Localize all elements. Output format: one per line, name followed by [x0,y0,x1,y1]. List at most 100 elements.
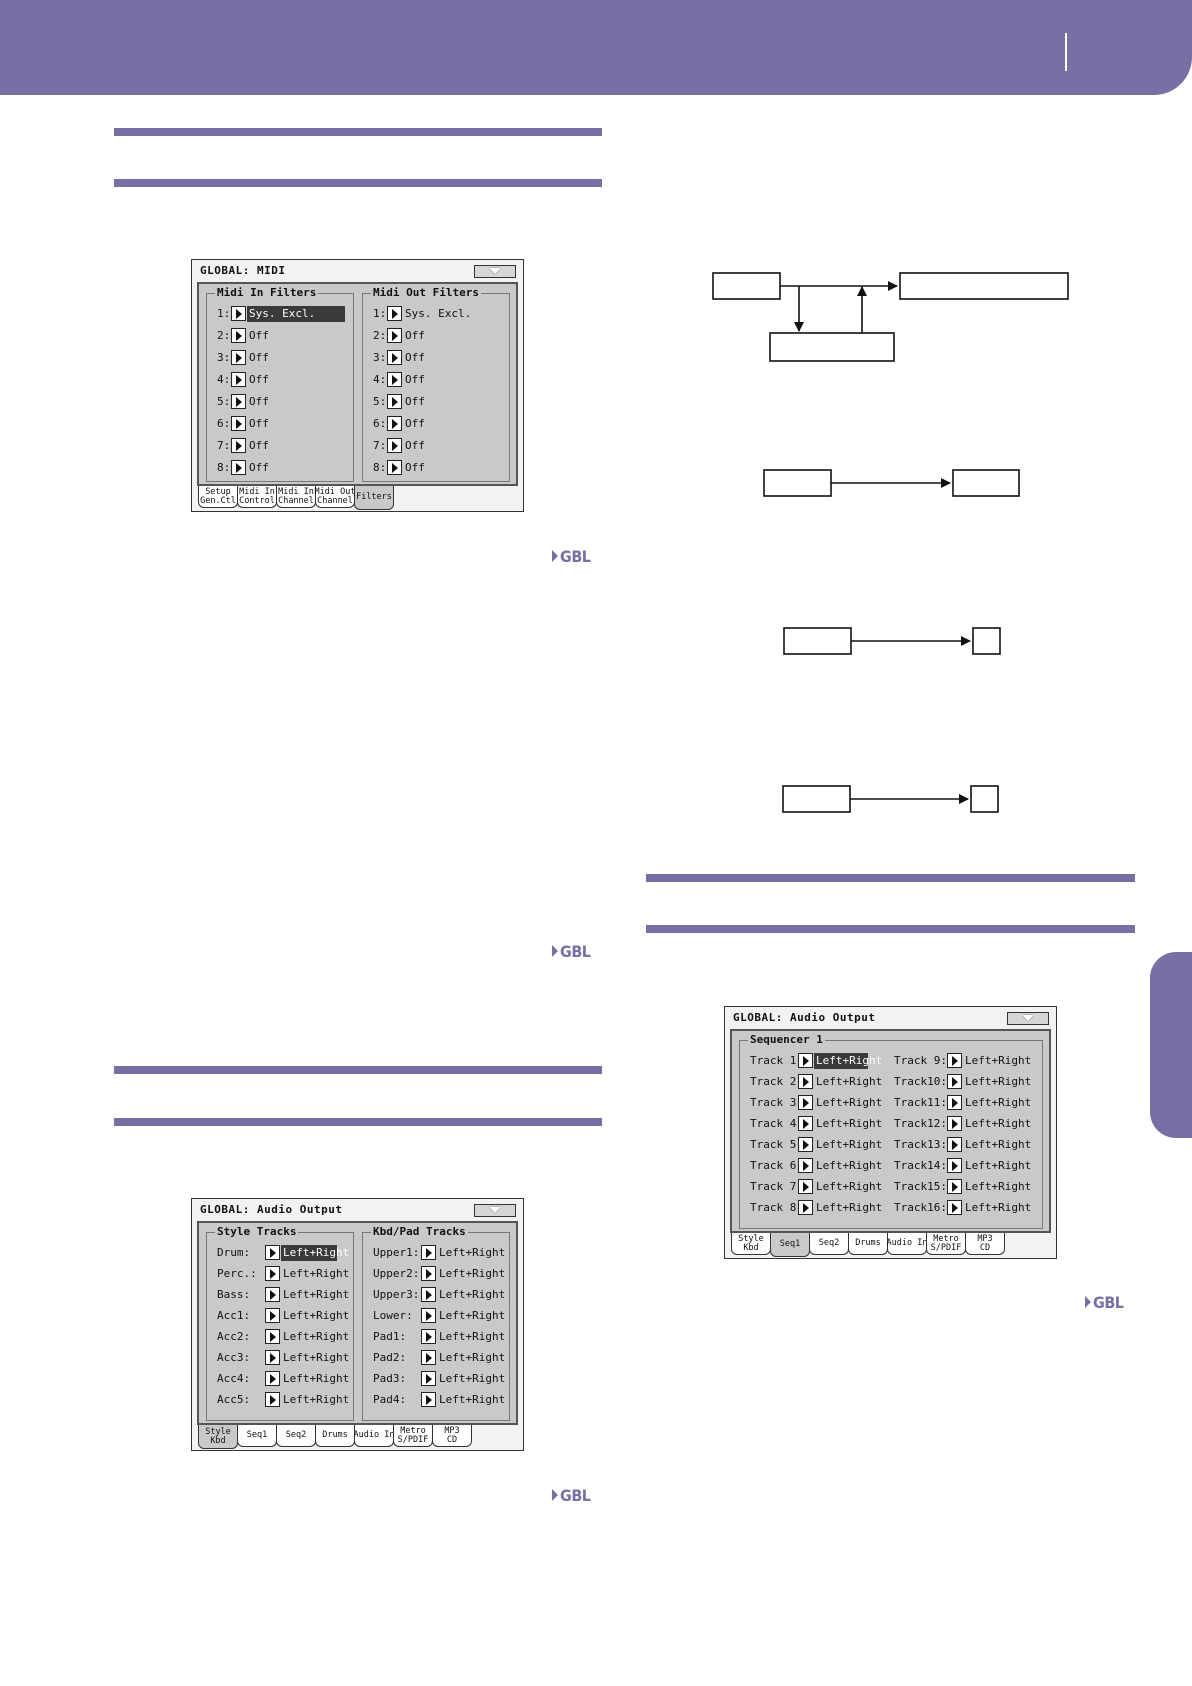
filter-row[interactable]: Track 1:Left+Right [750,1053,894,1069]
screen-tab[interactable]: Drums [315,1425,355,1447]
play-arrow-icon[interactable] [387,372,402,387]
filter-row[interactable]: 4:Off [217,372,327,388]
screen-tab[interactable]: MP3 CD [432,1425,472,1447]
row-value[interactable]: Off [405,461,425,474]
filter-row[interactable]: Track 5:Left+Right [750,1137,894,1153]
play-arrow-icon[interactable] [265,1350,280,1365]
play-arrow-icon[interactable] [231,460,246,475]
filter-row[interactable]: Bass:Left+Right [217,1287,361,1303]
row-value[interactable]: Off [249,395,269,408]
row-value[interactable]: Left+Right [439,1393,506,1406]
filter-row[interactable]: 7:Off [373,438,483,454]
play-arrow-icon[interactable] [798,1200,813,1215]
row-value[interactable]: Off [405,329,425,342]
row-value[interactable]: Left+Right [439,1246,506,1259]
filter-row[interactable]: 8:Off [373,460,483,476]
row-value[interactable]: Off [249,373,269,386]
row-value[interactable]: Left+Right [283,1393,350,1406]
filter-row[interactable]: Track 9:Left+Right [894,1053,1043,1069]
row-value[interactable]: Left+Right [283,1288,350,1301]
page-menu-button[interactable] [1007,1012,1049,1025]
filter-row[interactable]: Track 4:Left+Right [750,1116,894,1132]
play-arrow-icon[interactable] [798,1179,813,1194]
filter-row[interactable]: Upper3:Left+Right [373,1287,517,1303]
screen-tab[interactable]: Style Kbd [198,1425,238,1449]
filter-row[interactable]: Pad3:Left+Right [373,1371,517,1387]
play-arrow-icon[interactable] [798,1158,813,1173]
row-value[interactable]: Off [405,351,425,364]
filter-row[interactable]: Acc1:Left+Right [217,1308,361,1324]
play-arrow-icon[interactable] [387,350,402,365]
row-value[interactable]: Off [405,395,425,408]
row-value[interactable]: Left+Right [965,1180,1032,1193]
play-arrow-icon[interactable] [421,1329,436,1344]
row-value[interactable]: Off [405,417,425,430]
filter-row[interactable]: 4:Off [373,372,483,388]
filter-row[interactable]: Track 6:Left+Right [750,1158,894,1174]
filter-row[interactable]: Track 7:Left+Right [750,1179,894,1195]
page-menu-button[interactable] [474,1204,516,1217]
play-arrow-icon[interactable] [421,1308,436,1323]
play-arrow-icon[interactable] [231,394,246,409]
row-value[interactable]: Left+Right [965,1159,1032,1172]
row-value[interactable]: Left+Right [281,1245,350,1261]
screen-tab[interactable]: Style Kbd [731,1233,771,1255]
filter-row[interactable]: 7:Off [217,438,327,454]
play-arrow-icon[interactable] [421,1245,436,1260]
filter-row[interactable]: Track15:Left+Right [894,1179,1043,1195]
play-arrow-icon[interactable] [947,1095,962,1110]
filter-row[interactable]: Track 3:Left+Right [750,1095,894,1111]
screen-tab[interactable]: Seq1 [770,1233,810,1257]
filter-row[interactable]: Upper1:Left+Right [373,1245,517,1261]
filter-row[interactable]: Pad1:Left+Right [373,1329,517,1345]
row-value[interactable]: Left+Right [439,1267,506,1280]
row-value[interactable]: Sys. Excl. [247,306,345,322]
screen-tab[interactable]: Seq2 [276,1425,316,1447]
row-value[interactable]: Left+Right [965,1075,1032,1088]
screen-tab[interactable]: Seq2 [809,1233,849,1255]
screen-tab[interactable]: Midi In Control [237,486,277,508]
row-value[interactable]: Left+Right [439,1288,506,1301]
gbl-link[interactable]: GBL [1085,1293,1124,1312]
play-arrow-icon[interactable] [798,1116,813,1131]
chapter-side-tab[interactable] [1150,952,1192,1138]
screen-tab[interactable]: Drums [848,1233,888,1255]
play-arrow-icon[interactable] [387,306,402,321]
play-arrow-icon[interactable] [947,1116,962,1131]
row-value[interactable]: Left+Right [814,1053,883,1069]
play-arrow-icon[interactable] [265,1287,280,1302]
row-value[interactable]: Left+Right [283,1372,350,1385]
filter-row[interactable]: Acc4:Left+Right [217,1371,361,1387]
filter-row[interactable]: Pad4:Left+Right [373,1392,517,1408]
filter-row[interactable]: 6:Off [373,416,483,432]
filter-row[interactable]: 3:Off [373,350,483,366]
play-arrow-icon[interactable] [421,1371,436,1386]
play-arrow-icon[interactable] [798,1074,813,1089]
play-arrow-icon[interactable] [947,1179,962,1194]
row-value[interactable]: Left+Right [283,1309,350,1322]
row-value[interactable]: Left+Right [816,1096,883,1109]
filter-row[interactable]: Track11:Left+Right [894,1095,1043,1111]
screen-tab[interactable]: Audio In [887,1233,927,1255]
play-arrow-icon[interactable] [421,1350,436,1365]
play-arrow-icon[interactable] [798,1095,813,1110]
play-arrow-icon[interactable] [387,394,402,409]
filter-row[interactable]: Track 8:Left+Right [750,1200,894,1216]
play-arrow-icon[interactable] [387,438,402,453]
row-value[interactable]: Left+Right [816,1201,883,1214]
play-arrow-icon[interactable] [231,416,246,431]
row-value[interactable]: Left+Right [965,1117,1032,1130]
filter-row[interactable]: 1:Sys. Excl. [217,306,345,322]
play-arrow-icon[interactable] [231,350,246,365]
screen-tab[interactable]: Setup Gen.Ctl [198,486,238,508]
row-value[interactable]: Left+Right [816,1159,883,1172]
filter-row[interactable]: Track14:Left+Right [894,1158,1043,1174]
filter-row[interactable]: Pad2:Left+Right [373,1350,517,1366]
play-arrow-icon[interactable] [947,1200,962,1215]
filter-row[interactable]: 6:Off [217,416,327,432]
row-value[interactable]: Off [249,351,269,364]
play-arrow-icon[interactable] [421,1266,436,1281]
row-value[interactable]: Off [249,461,269,474]
filter-row[interactable]: 2:Off [373,328,483,344]
play-arrow-icon[interactable] [265,1329,280,1344]
